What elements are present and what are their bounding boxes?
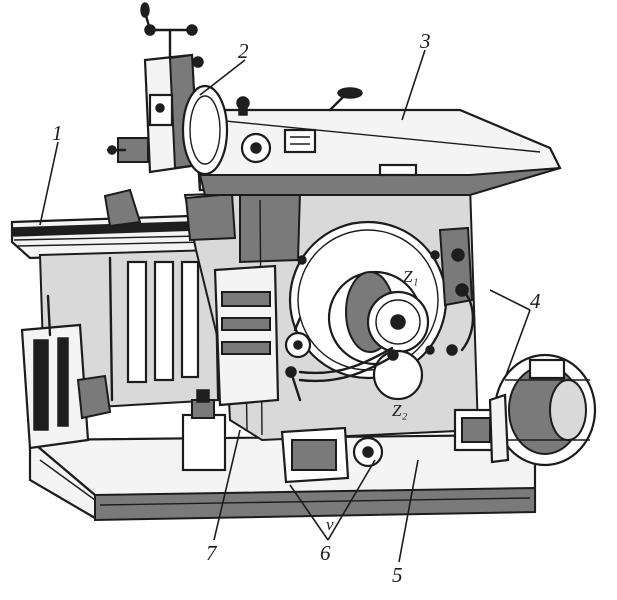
callout-4: 4 (530, 289, 541, 313)
speed-box (280, 426, 384, 484)
callout-5: 5 (392, 563, 403, 587)
linkage-bracket (438, 226, 475, 356)
work-table (10, 188, 220, 450)
velocity-mark: v (326, 515, 334, 534)
coolant-tank (181, 389, 227, 472)
electric-motor (488, 353, 597, 467)
drive-gears (298, 290, 430, 401)
tool-head (106, 2, 229, 176)
callout-3: 3 (419, 29, 431, 53)
callout-leaders (39, 49, 531, 563)
feed-control-box (213, 264, 312, 407)
machine-base (28, 433, 537, 522)
gear-label-z1: Z₁ (403, 267, 418, 286)
callout-1: 1 (52, 121, 63, 145)
ram (193, 87, 562, 196)
callout-2: 2 (238, 39, 249, 63)
gear-label-z2: Z₂ (392, 401, 407, 420)
callout-6: 6 (320, 541, 331, 565)
callout-7: 7 (206, 541, 218, 565)
